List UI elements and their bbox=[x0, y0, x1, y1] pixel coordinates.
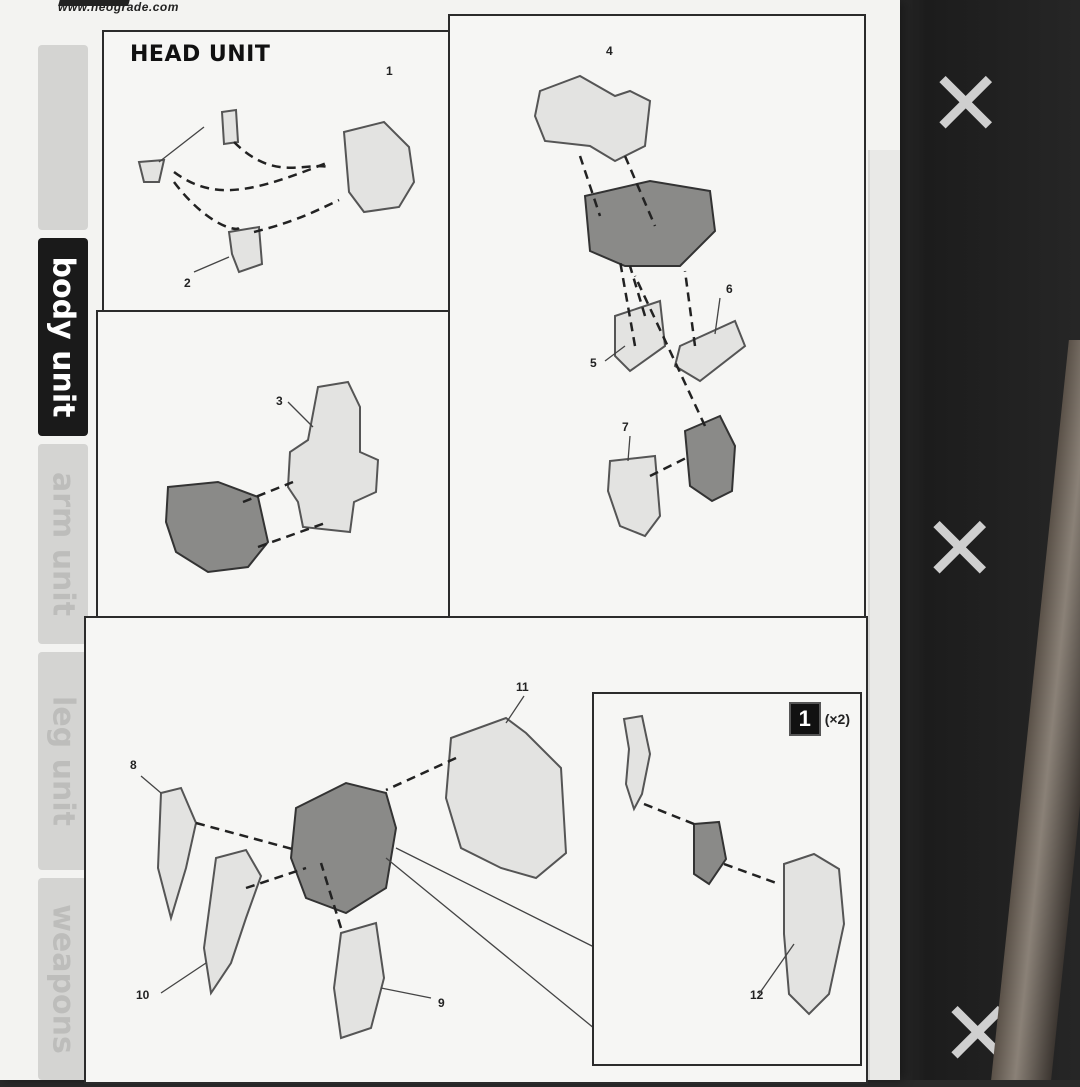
instruction-sheet: www.neograde.com body unit arm unit leg … bbox=[0, 0, 900, 1084]
part-label-8: 8 bbox=[130, 758, 137, 772]
head-shell-part bbox=[342, 120, 416, 214]
head-assembly-diagram bbox=[137, 108, 416, 274]
tab-arm-unit-label: arm unit bbox=[45, 471, 81, 617]
waist-left-part bbox=[614, 299, 667, 373]
back-armor-part bbox=[444, 716, 568, 880]
tab-weapons-label: weapons bbox=[45, 904, 81, 1054]
skirt-left-part bbox=[606, 454, 662, 538]
torso-frame-panel: 3 bbox=[96, 310, 464, 642]
tab-leg-unit[interactable]: leg unit bbox=[38, 652, 88, 870]
fabric-x-pattern: ✕ bbox=[928, 52, 1004, 157]
paper-edge bbox=[868, 150, 900, 1080]
arm-link-part bbox=[622, 714, 652, 812]
tab-top[interactable] bbox=[38, 45, 88, 230]
face-part bbox=[227, 225, 264, 274]
step-badge: 1 (×2) bbox=[788, 702, 850, 736]
part-label-5: 5 bbox=[590, 356, 597, 370]
step-multiplier: (×2) bbox=[824, 711, 850, 727]
body-assembly-diagram bbox=[533, 74, 747, 538]
tab-weapons[interactable]: weapons bbox=[38, 878, 88, 1080]
torso-assembly-diagram bbox=[164, 380, 380, 574]
part-label-9: 9 bbox=[438, 996, 445, 1010]
upper-body-part bbox=[533, 74, 652, 163]
waist-right-part bbox=[673, 319, 747, 383]
website-url: www.neograde.com bbox=[58, 0, 179, 14]
side-armor-part bbox=[156, 786, 198, 922]
head-clip-part bbox=[220, 108, 240, 146]
body-assembly-panel: 4 5 6 7 bbox=[448, 14, 866, 630]
antenna-part bbox=[137, 158, 166, 183]
skirt-right-part bbox=[683, 414, 737, 503]
hip-core-part bbox=[289, 781, 398, 915]
torso-frame-part bbox=[164, 480, 270, 574]
part-label-11: 11 bbox=[516, 680, 529, 694]
head-unit-panel: HEAD UNIT 1 2 bbox=[102, 30, 454, 334]
joint-part bbox=[693, 820, 728, 886]
sub-assembly-inset: 1 (×2) 12 bbox=[592, 692, 862, 1066]
front-skirt-part bbox=[332, 921, 386, 1040]
step-number: 1 bbox=[788, 702, 821, 736]
tab-leg-unit-label: leg unit bbox=[45, 696, 81, 826]
hand-guard-part bbox=[783, 852, 846, 1016]
leg-armor-part bbox=[202, 848, 263, 996]
lower-body-diagram bbox=[140, 695, 607, 1040]
panel-title: HEAD UNIT bbox=[130, 42, 271, 67]
fabric-x-pattern: ✕ bbox=[922, 497, 998, 602]
inset-diagram bbox=[622, 714, 846, 1016]
part-label-3: 3 bbox=[276, 394, 283, 408]
part-label-4: 4 bbox=[606, 44, 613, 58]
part-label-1: 1 bbox=[386, 64, 393, 78]
part-label-10: 10 bbox=[136, 988, 150, 1002]
tab-arm-unit[interactable]: arm unit bbox=[38, 444, 88, 644]
torso-core-part bbox=[583, 179, 717, 267]
tab-body-unit[interactable]: body unit bbox=[38, 238, 88, 436]
chest-plate-part bbox=[286, 380, 380, 534]
part-label-7: 7 bbox=[622, 420, 629, 434]
part-label-2: 2 bbox=[184, 276, 191, 290]
tab-body-unit-label: body unit bbox=[45, 256, 81, 418]
part-label-6: 6 bbox=[726, 282, 733, 296]
